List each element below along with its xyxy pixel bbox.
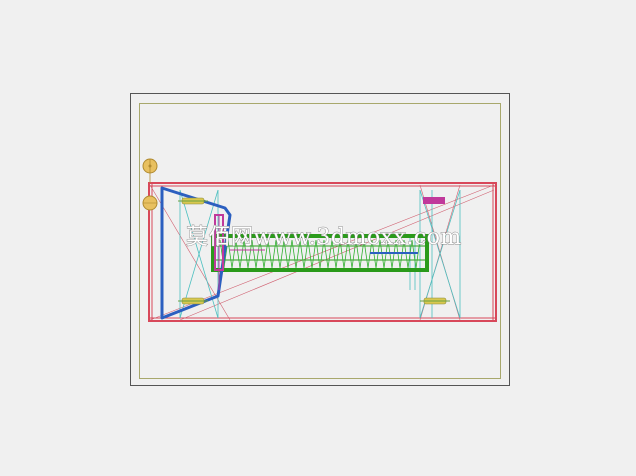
viewport-frame xyxy=(130,93,510,386)
safe-frame xyxy=(139,103,501,379)
yellow-circle-marker-icon[interactable] xyxy=(142,158,158,183)
magenta-bracket xyxy=(214,197,445,290)
watermark-text: 莫佰网www.3dmoxx.com xyxy=(186,225,462,250)
spring-assembly xyxy=(211,234,429,272)
yellow-fittings xyxy=(178,197,450,305)
yellow-circle-marker-icon[interactable] xyxy=(142,195,158,211)
